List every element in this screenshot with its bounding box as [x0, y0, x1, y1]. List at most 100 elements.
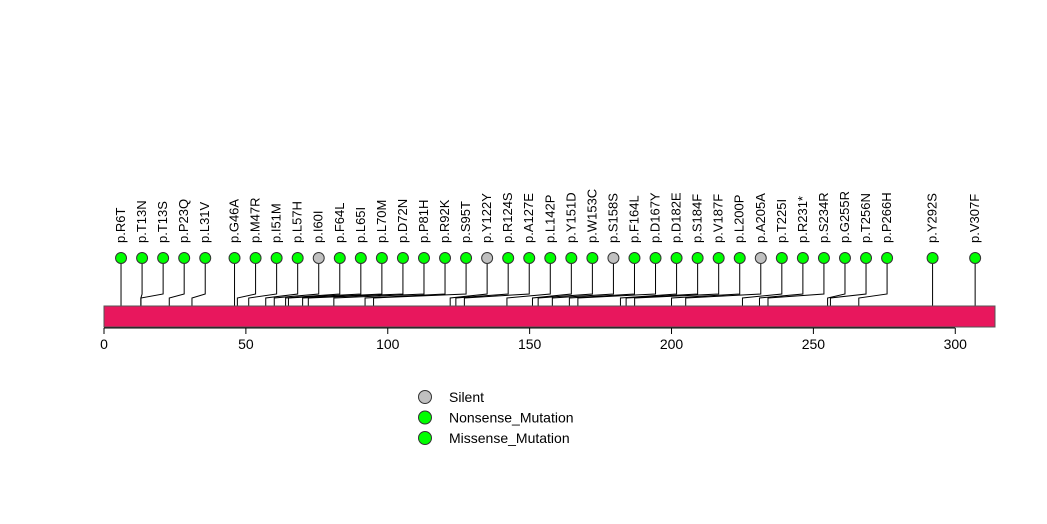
- mutation-stem: [455, 258, 509, 306]
- mutation-label: p.G46A: [227, 199, 242, 243]
- x-tick-label: 150: [518, 336, 542, 352]
- mutation-head: [670, 252, 683, 264]
- mutation-head: [178, 252, 191, 264]
- mutation-stems: [120, 258, 976, 306]
- mutation-stem: [767, 258, 825, 306]
- legend-swatch: [418, 410, 432, 425]
- mutation-stem: [449, 258, 488, 306]
- mutation-head: [628, 252, 641, 264]
- mutation-head: [649, 252, 662, 264]
- mutation-head: [249, 252, 262, 264]
- mutation-stem: [537, 258, 593, 306]
- mutation-label: p.L200P: [732, 195, 747, 243]
- mutation-label: p.T13S: [155, 201, 170, 243]
- legend-label: Missense_Mutation: [449, 430, 570, 446]
- mutation-head: [544, 252, 557, 264]
- mutation-label: p.S234R: [816, 192, 831, 243]
- mutation-stem: [463, 258, 530, 306]
- mutation-stem: [373, 258, 467, 306]
- mutation-stem: [285, 258, 341, 306]
- mutation-label: p.P81H: [416, 200, 431, 243]
- mutation-heads: [115, 252, 982, 264]
- mutation-stem: [634, 258, 720, 306]
- mutation-label: p.D182E: [669, 192, 684, 243]
- mutation-head: [838, 252, 851, 264]
- mutation-label: p.V307F: [967, 194, 982, 243]
- mutation-stem: [236, 258, 257, 306]
- mutation-label: p.P23Q: [176, 199, 191, 243]
- mutation-stem: [671, 258, 741, 306]
- x-tick-label: 0: [100, 336, 108, 352]
- mutation-stem: [568, 258, 635, 306]
- mutation-label: p.T225I: [774, 199, 789, 243]
- x-tick-label: 250: [802, 336, 826, 352]
- x-tick-label: 50: [238, 336, 254, 352]
- mutation-label: p.A205A: [753, 193, 768, 243]
- mutation-head: [691, 252, 704, 264]
- mutation-label: p.R92K: [437, 199, 452, 243]
- mutation-stem: [140, 258, 164, 306]
- mutation-stem: [531, 258, 572, 306]
- mutation-label: p.M47R: [248, 197, 263, 243]
- mutation-stem: [858, 258, 888, 306]
- mutation-stem: [625, 258, 699, 306]
- mutation-head: [733, 252, 746, 264]
- mutation-label: p.S95T: [458, 201, 473, 243]
- mutation-stem: [191, 258, 206, 306]
- mutation-head: [333, 252, 346, 264]
- mutation-head: [926, 252, 939, 264]
- mutation-head: [481, 252, 494, 264]
- mutation-label: p.D167Y: [648, 192, 663, 243]
- mutation-head: [969, 252, 982, 264]
- mutation-label: p.Y122Y: [479, 193, 494, 243]
- mutation-stem: [273, 258, 320, 306]
- mutation-head: [312, 252, 325, 264]
- mutation-label: p.G255R: [837, 191, 852, 243]
- mutation-head: [565, 252, 578, 264]
- mutation-label: p.F64L: [332, 203, 347, 243]
- mutation-label: p.Y292S: [925, 193, 940, 243]
- mutation-stem: [307, 258, 404, 306]
- legend-label: Nonsense_Mutation: [449, 410, 574, 426]
- mutation-head: [607, 252, 620, 264]
- mutation-label: p.L142P: [542, 195, 557, 243]
- x-tick-label: 200: [660, 336, 684, 352]
- mutation-head: [136, 252, 149, 264]
- mutation-label: p.S158S: [605, 193, 620, 243]
- mutation-head: [775, 252, 788, 264]
- mutation-label: p.T13N: [134, 200, 149, 243]
- mutation-head: [439, 252, 452, 264]
- mutation-head: [860, 252, 873, 264]
- mutation-head: [375, 252, 388, 264]
- mutation-stem: [265, 258, 299, 306]
- mutation-head: [199, 252, 212, 264]
- mutation-head: [817, 252, 830, 264]
- mutation-label: p.T256N: [858, 193, 873, 243]
- mutation-label: p.R231*: [795, 196, 810, 243]
- mutation-stem: [551, 258, 614, 306]
- legend-swatch: [418, 390, 432, 404]
- mutation-head: [396, 252, 409, 264]
- mutation-label: p.L65I: [353, 207, 368, 243]
- mutation-head: [523, 252, 536, 264]
- mutation-label: p.Y151D: [563, 192, 578, 243]
- mutation-head: [796, 252, 809, 264]
- mutation-head: [502, 252, 515, 264]
- mutation-head: [157, 252, 170, 264]
- mutation-head: [417, 252, 430, 264]
- mutation-head: [754, 252, 767, 264]
- legend-label: Silent: [449, 389, 484, 405]
- mutation-stem: [619, 258, 678, 306]
- mutation-head: [291, 252, 304, 264]
- mutation-stem: [506, 258, 551, 306]
- mutation-label: p.R124S: [500, 192, 515, 243]
- mutation-head: [270, 252, 283, 264]
- legend-swatch: [418, 431, 432, 445]
- mutation-label: p.W153C: [584, 189, 599, 243]
- mutation-label: p.D72N: [395, 199, 410, 243]
- mutation-label: p.I60I: [311, 210, 326, 243]
- mutation-head: [881, 252, 894, 264]
